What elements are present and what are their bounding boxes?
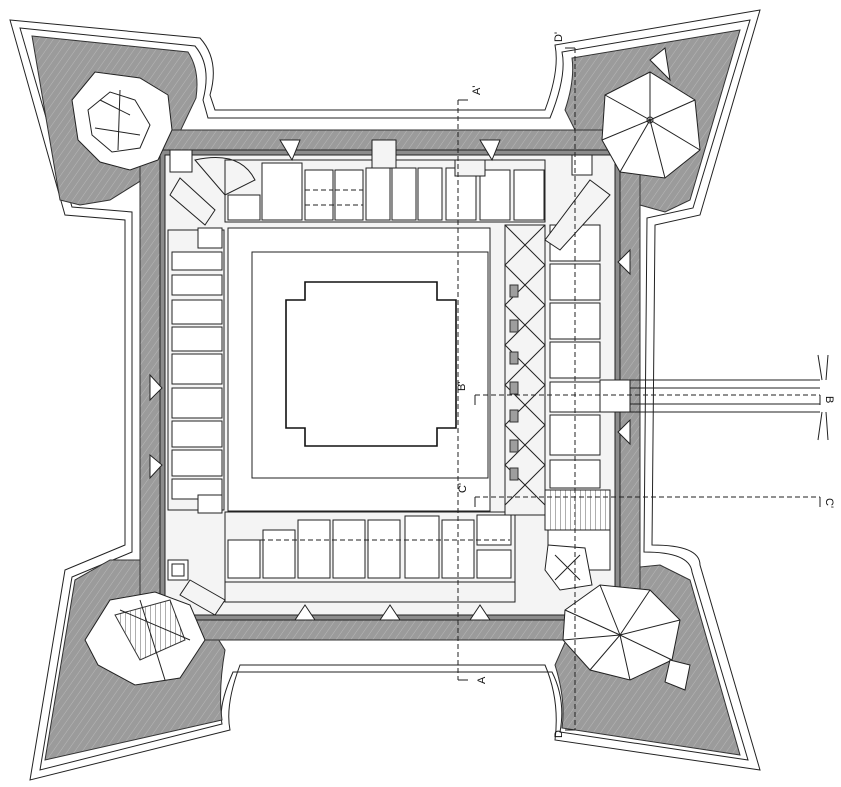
west-wing: [167, 227, 225, 514]
section-line-d: [565, 47, 576, 731]
ne-bastion-building: [544, 47, 701, 251]
embrasures: [149, 139, 631, 621]
section-d-top-label: D': [553, 32, 565, 42]
south-wing: [224, 511, 516, 603]
section-b-right-label: B: [823, 396, 835, 403]
section-line-c: [474, 496, 821, 507]
moat-outline: [9, 9, 761, 781]
section-a-top-label: A': [471, 86, 483, 95]
section-c-left-label: C': [457, 483, 469, 493]
se-bastion-building: [544, 544, 691, 691]
section-b-left-label: B': [456, 382, 468, 391]
section-d-bottom-label: D: [553, 730, 565, 738]
section-a-bottom-label: A: [476, 676, 488, 684]
courtyard: [227, 227, 491, 512]
nw-bastion-building: [71, 71, 256, 226]
section-c-right-label: C': [823, 498, 835, 508]
section-line-a: [457, 99, 468, 681]
sw-bastion-building: [84, 559, 226, 686]
section-line-b: [474, 394, 821, 405]
north-wing: [224, 139, 546, 223]
east-bridge: [599, 354, 829, 441]
